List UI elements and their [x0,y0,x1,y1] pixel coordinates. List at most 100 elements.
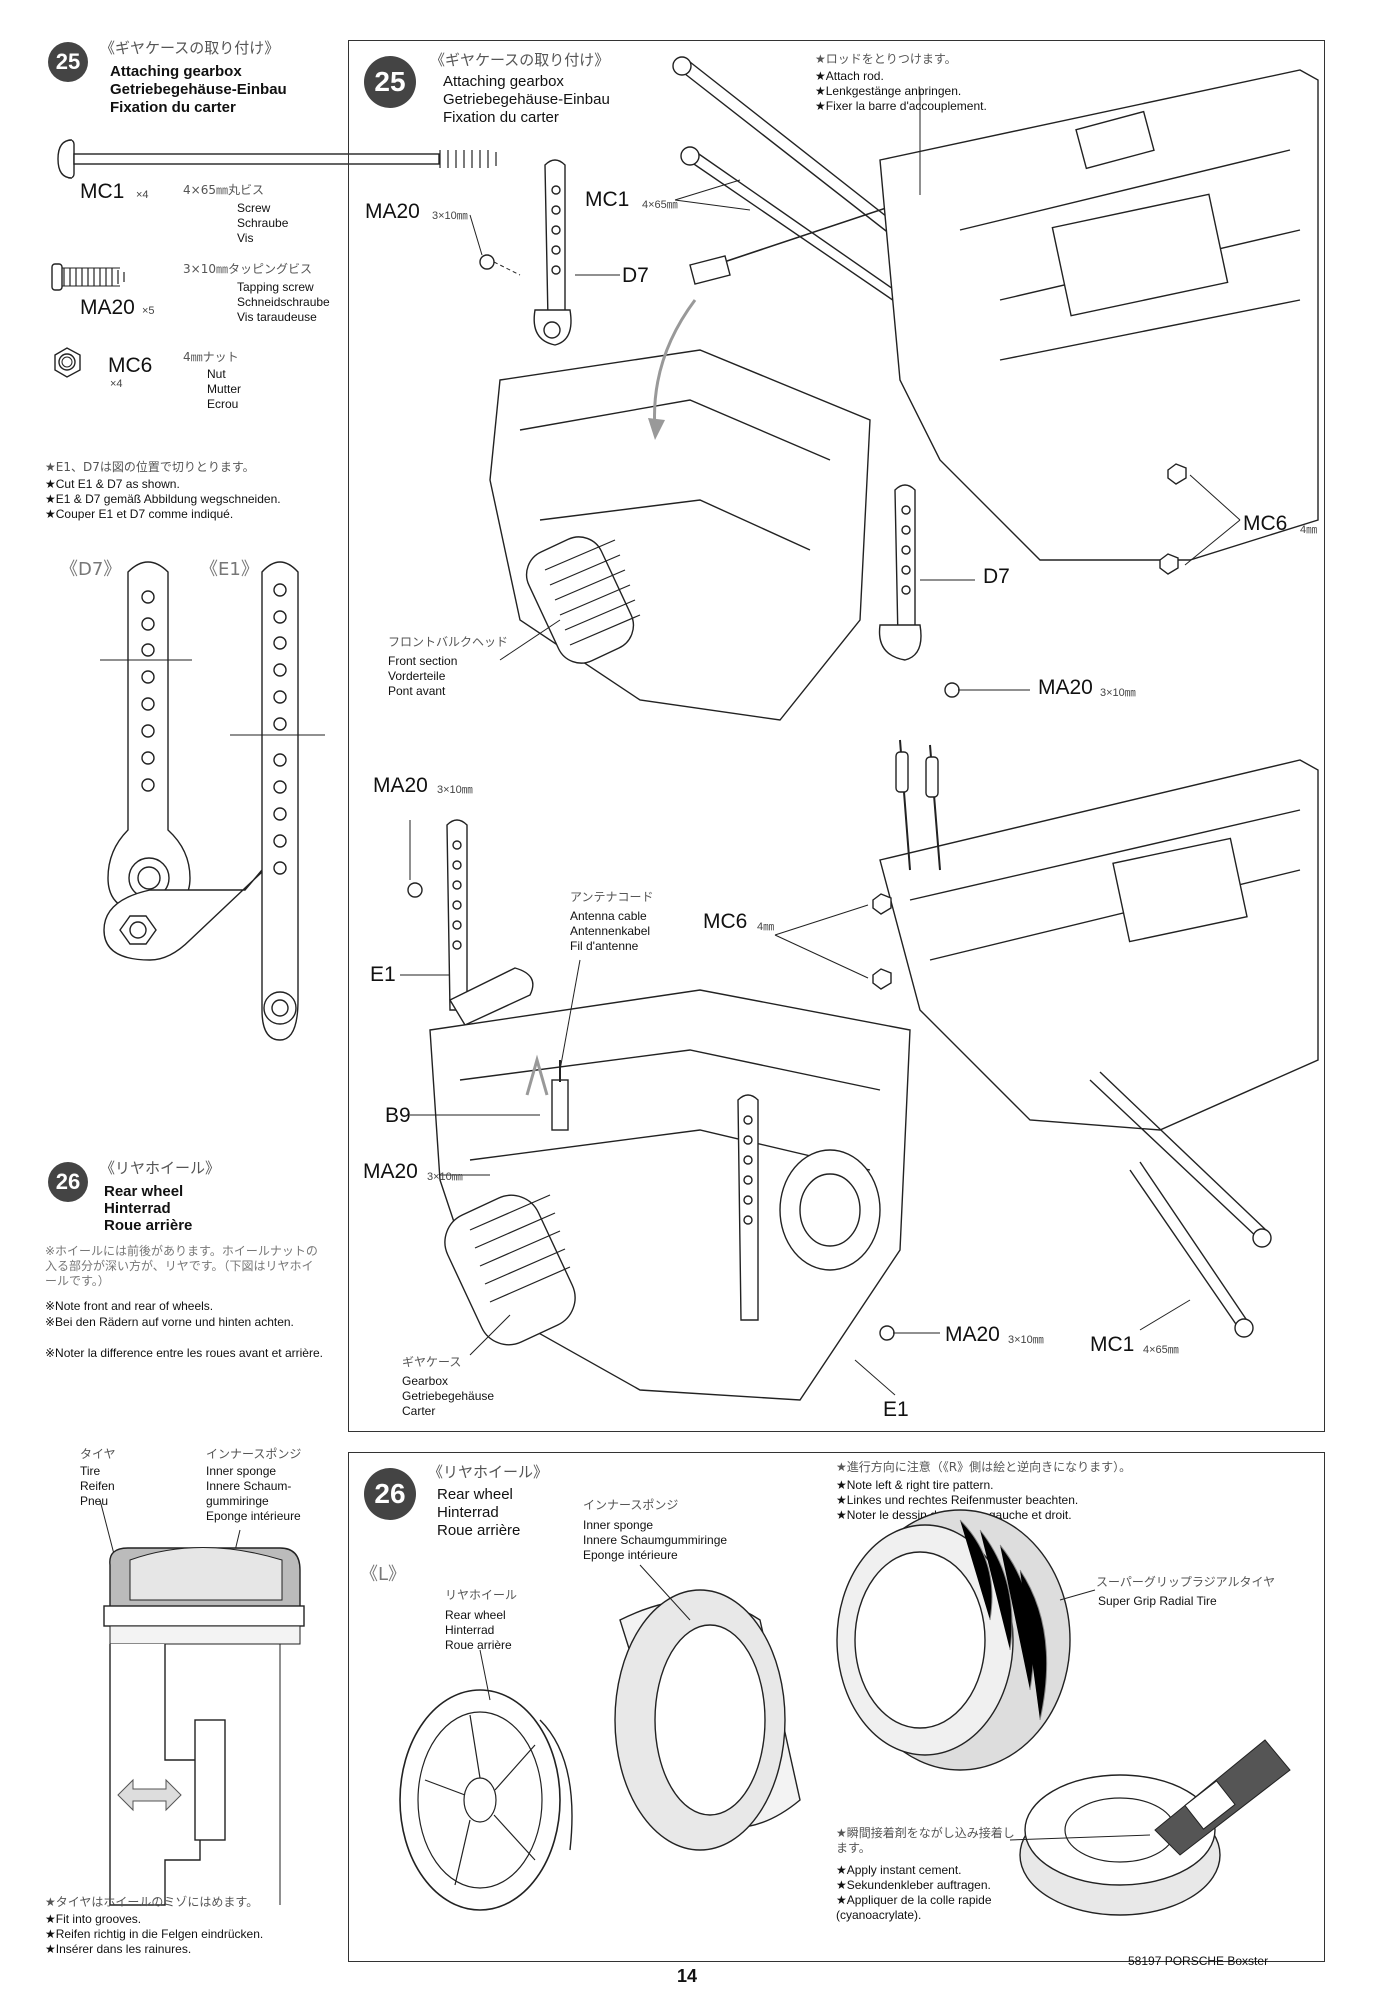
tire-label-en: Super Grip Radial Tire [1098,1594,1217,1608]
step-26-panel [348,1452,1325,1962]
step-title-en: Attaching gearbox [110,63,242,80]
sponge-label-de: Innere Schaumgummiringe [583,1533,728,1547]
part-name-en: Tapping screw [237,280,314,294]
step-title-fr: Roue arrière [437,1522,521,1539]
callout-ma20: MA20 [945,1323,1000,1346]
direction-note-de: ★Linkes und rechtes Reifenmuster beachte… [836,1493,1079,1507]
step-25-panel [348,40,1325,1432]
tire-label-de: Reifen [80,1479,115,1493]
antenna-label-en: Antenna cable [570,909,647,923]
callout-mc6-size: 4㎜ [757,921,775,933]
rod-note-fr: ★Fixer la barre d'accouplement. [815,99,987,113]
callout-e1: E1 [883,1398,909,1421]
gearbox-label-jp: ギヤケース [402,1355,462,1369]
part-name-de: Schneidschraube [237,295,330,309]
part-code: MC1 [80,180,125,203]
sponge-label-fr: Eponge intérieure [583,1548,678,1562]
cement-note-en: ★Apply instant cement. [836,1863,962,1877]
step-title-de: Getriebegehäuse-Einbau [110,81,287,98]
front-section-de: Vorderteile [388,669,446,683]
step-title-jp: 《ギヤケースの取り付け》 [430,51,610,69]
wheel-label-de: Hinterrad [445,1623,495,1637]
cut-note-en: ★Cut E1 & D7 as shown. [45,477,180,491]
direction-note-jp: ★進行方向に注意（《R》側は絵と逆向きになります）。 [836,1460,1132,1474]
tire-label-en: Tire [80,1464,101,1478]
rod-note-de: ★Lenkgestänge anbringen. [815,84,962,98]
wheel-label-fr: Roue arrière [445,1638,512,1652]
step-number-badge: 26 [364,1468,416,1520]
part-name-de: Mutter [207,382,242,396]
cement-note-jp: ★瞬間接着剤をながし込み接着します。 [836,1826,1015,1855]
part-name-fr: Vis [237,231,254,245]
wheel-note-fr: ※Noter la difference entre les roues ava… [45,1346,323,1360]
groove-note-fr: ★Insérer dans les rainures. [45,1942,192,1956]
direction-note-en: ★Note left & right tire pattern. [836,1478,994,1492]
antenna-label-de: Antennenkabel [570,924,651,938]
callout-mc6: MC6 [1243,512,1288,535]
callout-b9: B9 [385,1104,411,1127]
step-title-en: Attaching gearbox [443,73,564,90]
sponge-label-de: Innere Schaum-gummiringe [206,1479,292,1508]
antenna-label-fr: Fil d'antenne [570,939,639,953]
cut-note-fr: ★Couper E1 et D7 comme indiqué. [45,507,234,521]
cut-note-jp: ★E1、D7は図の位置で切りとります。 [45,460,255,474]
callout-ma20-size: 3×10㎜ [437,784,473,796]
part-name-jp: 4×65㎜丸ビス [183,183,264,197]
model-name: 58197 PORSCHE Boxster [1128,1954,1269,1968]
step-title-en: Rear wheel [104,1183,184,1200]
callout-mc1: MC1 [1090,1333,1135,1356]
groove-note-jp: ★タイヤはホイールのミゾにはめます。 [45,1895,259,1909]
step-title-fr: Fixation du carter [110,99,236,116]
step-title-fr: Roue arrière [104,1217,193,1234]
part-code: MC6 [108,354,153,377]
label-d7: 《D7》 [60,559,122,580]
step-number-badge: 25 [48,42,88,82]
callout-mc1: MC1 [585,188,630,211]
callout-ma20-size: 3×10㎜ [432,210,468,222]
step-number-badge: 26 [48,1162,88,1202]
part-name-jp: 4㎜ナット [183,350,239,364]
groove-note-de: ★Reifen richtig in die Felgen eindrücken… [45,1927,264,1941]
cut-note-de: ★E1 & D7 gemäß Abbildung wegschneiden. [45,492,281,506]
sponge-label-jp: インナースポンジ [206,1447,302,1461]
part-name-jp: 3×10㎜タッピングビス [183,262,312,276]
sponge-label-en: Inner sponge [583,1518,654,1532]
callout-mc1-size: 4×65㎜ [1143,1344,1179,1356]
part-name-en: Screw [237,201,271,215]
wheel-label-en: Rear wheel [445,1608,506,1622]
front-section-fr: Pont avant [388,684,446,698]
wheel-note-de: ※Bei den Rädern auf vorne und hinten ach… [45,1315,294,1329]
callout-ma20-size: 3×10㎜ [427,1171,463,1183]
sponge-label-en: Inner sponge [206,1464,277,1478]
page-number: 14 [677,1966,698,1986]
callout-ma20: MA20 [363,1160,418,1183]
cement-note-fr: ★Appliquer de la colle rapide (cyanoacry… [836,1893,992,1922]
step-title-de: Hinterrad [104,1200,171,1217]
callout-ma20-size: 3×10㎜ [1100,687,1136,699]
part-name-en: Nut [207,367,226,381]
callout-ma20: MA20 [365,200,420,223]
step-title-de: Getriebegehäuse-Einbau [443,91,610,108]
sponge-label-jp: インナースポンジ [583,1498,679,1512]
gearbox-label-en: Gearbox [402,1374,449,1388]
sponge-label-fr: Eponge intérieure [206,1509,301,1523]
part-qty: ×5 [142,305,155,317]
part-name-fr: Ecrou [207,397,239,411]
step-number-badge: 25 [364,56,416,108]
tire-label-jp: スーパーグリップラジアルタイヤ [1096,1575,1276,1589]
callout-d7: D7 [983,565,1010,588]
callout-mc1-size: 4×65㎜ [642,199,678,211]
callout-d7: D7 [622,264,649,287]
step-title-en: Rear wheel [437,1486,513,1503]
rod-note-en: ★Attach rod. [815,69,884,83]
step-title-jp: 《ギヤケースの取り付け》 [100,39,280,57]
gearbox-label-fr: Carter [402,1404,436,1418]
callout-mc6: MC6 [703,910,748,933]
cement-note-de: ★Sekundenkleber auftragen. [836,1878,991,1892]
